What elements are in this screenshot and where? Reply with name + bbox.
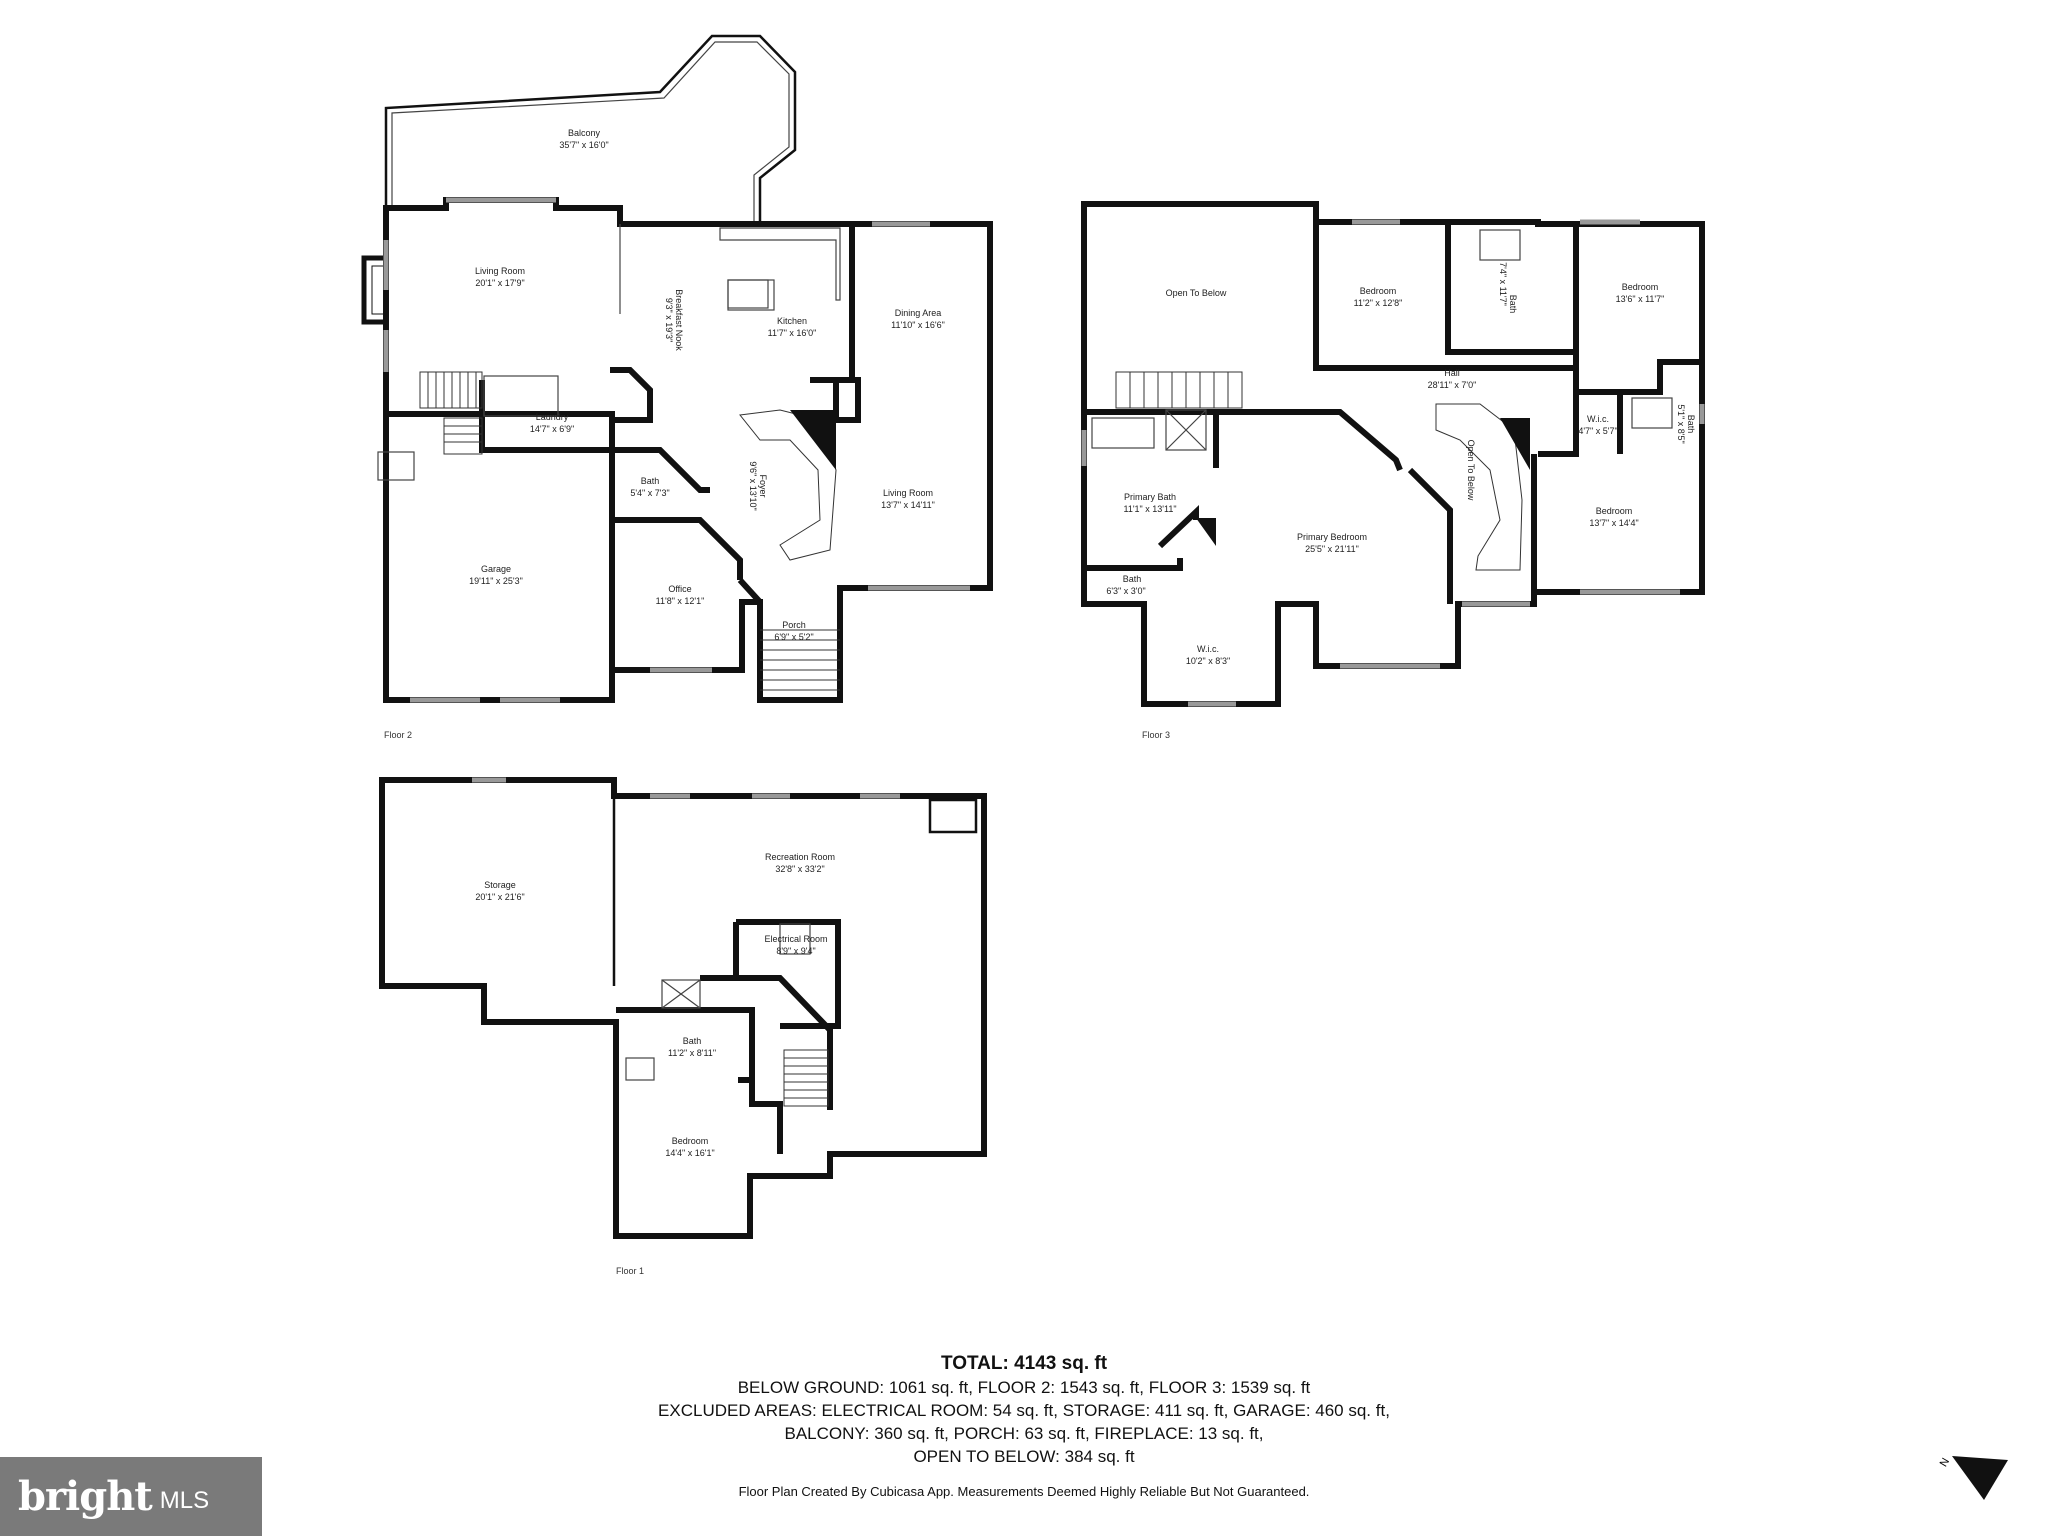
area-breakdown-line: BALCONY: 360 sq. ft, PORCH: 63 sq. ft, F… [784,1424,1264,1443]
room-name: Bedroom [1360,286,1397,296]
room-name: Electrical Room [764,934,827,944]
logo-main-text: bright [18,1473,153,1520]
room-dim: 8'9" x 9'4" [776,946,815,956]
room-dim: 5'4" x 7'3" [630,488,669,498]
room-name: Office [668,584,691,594]
bright-mls-logo: bright MLS [0,1457,262,1536]
room-dim: 11'7" x 16'0" [768,328,817,338]
room-name: Storage [484,880,516,890]
room-name: Hall [1444,368,1460,378]
room-dim: 11'2" x 12'8" [1354,298,1403,308]
north-arrow-icon: N [1938,1456,2008,1500]
area-breakdown-line: BELOW GROUND: 1061 sq. ft, FLOOR 2: 1543… [737,1378,1311,1397]
compass-label: N [1938,1456,1952,1469]
floor-2-plan [361,34,993,703]
room-dim: 13'7" x 14'4" [1589,518,1638,528]
room-name: Primary Bath [1124,492,1176,502]
room-dim: 6'3" x 3'0" [1106,586,1145,596]
room-dim: 13'6" x 11'7" [1616,294,1665,304]
floor-1-plan [379,777,987,1239]
room-dim: 13'7" x 14'11" [881,500,935,510]
room-name: Primary Bedroom [1297,532,1367,542]
room-dim: 20'1" x 17'9" [475,278,524,288]
area-breakdown-line: EXCLUDED AREAS: ELECTRICAL ROOM: 54 sq. … [658,1401,1390,1420]
room-dim: 20'1" x 21'6" [475,892,524,902]
area-breakdown-line: OPEN TO BELOW: 384 sq. ft [913,1447,1135,1466]
room-name: Garage [481,564,511,574]
room-name: Laundry [536,412,569,422]
room-dim: 14'4" x 16'1" [665,1148,714,1158]
room-dim: 11'1" x 13'11" [1123,504,1176,514]
room-dim: 4'7" x 5'7" [1578,426,1617,436]
room-name: Bath [683,1036,702,1046]
room-name: Bath [1686,415,1696,434]
room-name: Kitchen [777,316,807,326]
room-dim: 25'5" x 21'11" [1305,544,1359,554]
room-dim: 7'4" x 11'7" [1498,262,1508,306]
room-name: Recreation Room [765,852,835,862]
logo-suffix-text: MLS [159,1486,210,1514]
room-dim: 28'11" x 7'0" [1428,380,1477,390]
room-dim: 11'8" x 12'1" [656,596,705,606]
room-dim: 10'2" x 8'3" [1186,656,1230,666]
room-dim: 11'2" x 8'11" [668,1048,716,1058]
room-name: Bath [641,476,660,486]
room-name: Porch [782,620,806,630]
room-dim: 9'6" x 13'10" [748,461,758,510]
room-name: Open To Below [1466,440,1476,501]
room-dim: 5'1" x 8'5" [1676,404,1686,443]
room-name: Balcony [568,128,601,138]
room-name: Living Room [475,266,525,276]
room-name: Bath [1508,295,1518,314]
room-name: Foyer [758,474,768,497]
room-name: Bedroom [1596,506,1633,516]
room-name: Living Room [883,488,933,498]
floor-2-label: Floor 2 [384,730,412,740]
room-dim: 14'7" x 6'9" [530,424,574,434]
room-dim: 19'11" x 25'3" [469,576,523,586]
floor-3-label: Floor 3 [1142,730,1170,740]
room-name: W.i.c. [1197,644,1219,654]
room-name: Bedroom [1622,282,1659,292]
room-dim: 9'3" x 19'3" [664,298,674,342]
room-dim: 11'10" x 16'6" [891,320,945,330]
room-dim: 32'8" x 33'2" [775,864,824,874]
room-dim: 6'9" x 5'2" [774,632,813,642]
room-name: Breakfast Nook [674,289,684,351]
room-name: Open To Below [1166,288,1227,298]
disclaimer: Floor Plan Created By Cubicasa App. Meas… [738,1484,1310,1499]
room-name: W.i.c. [1587,414,1609,424]
room-dim: 35'7" x 16'0" [559,140,608,150]
room-name: Bedroom [672,1136,709,1146]
area-summary: TOTAL: 4143 sq. ft BELOW GROUND: 1061 sq… [0,1352,2048,1499]
room-name: Bath [1123,574,1142,584]
floor-3-plan [1081,201,1705,707]
room-name: Dining Area [895,308,942,318]
floor-1-label: Floor 1 [616,1266,644,1276]
total-area: TOTAL: 4143 sq. ft [940,1353,1108,1374]
